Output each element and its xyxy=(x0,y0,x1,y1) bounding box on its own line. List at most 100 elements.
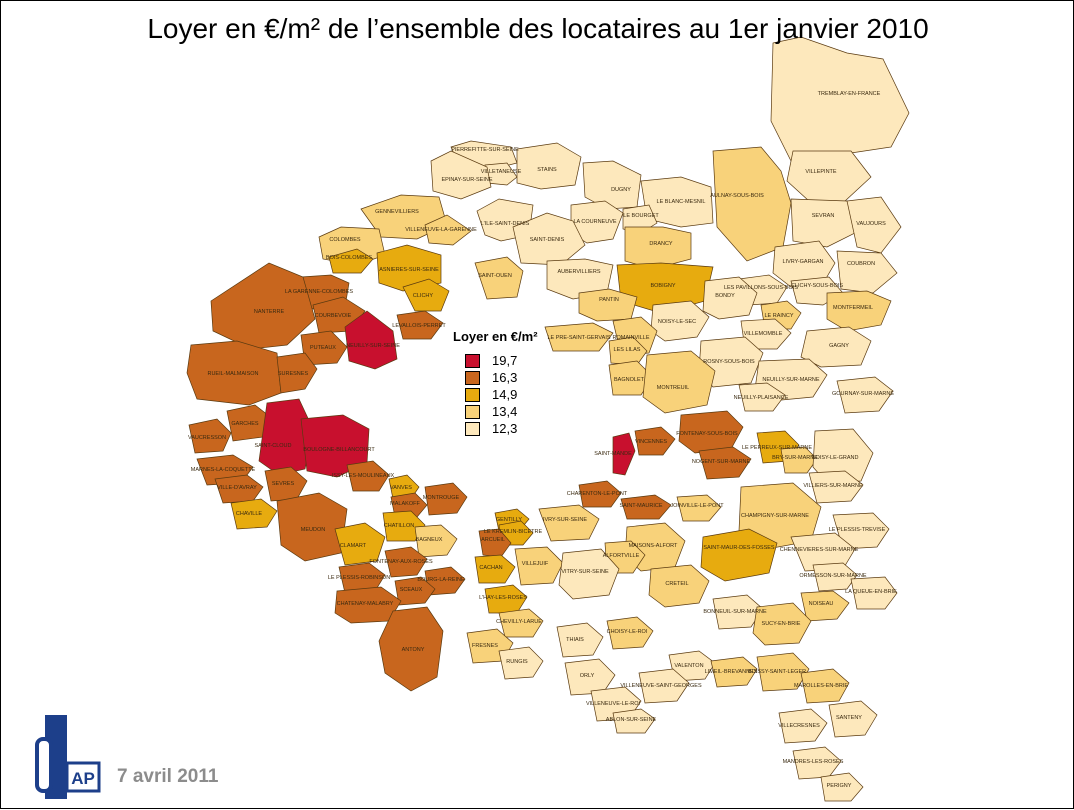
commune-label: CHAMPIGNY-SUR-MARNE xyxy=(741,513,809,519)
commune-label: FRESNES xyxy=(472,643,498,649)
commune-label: BOIS-COLOMBES xyxy=(326,255,372,261)
commune-nanterre xyxy=(210,262,316,350)
commune-label: GARCHES xyxy=(231,421,259,427)
commune-label: BOISSY-SAINT-LEGER xyxy=(748,669,806,675)
commune-gournay-sur-marne xyxy=(836,376,894,414)
commune-label: MONTFERMEIL xyxy=(833,305,873,311)
commune-label: BOURG-LA-REINE xyxy=(417,577,465,583)
commune-label: LE PRE-SAINT-GERVAIS xyxy=(547,335,610,341)
commune-label: VILLE-D'AVRAY xyxy=(217,485,257,491)
commune-label: SAINT-MANDE xyxy=(594,451,632,457)
commune-orly xyxy=(564,658,616,696)
commune-label: SANTENY xyxy=(836,715,862,721)
commune-label: SAINT-OUEN xyxy=(478,273,512,279)
commune-label: RUEIL-MALMAISON xyxy=(207,371,258,377)
commune-label: NANTERRE xyxy=(254,309,285,315)
commune-label: CHEVILLY-LARUE xyxy=(496,619,542,625)
commune-label: SAINT-DENIS xyxy=(530,237,565,243)
commune-saint-denis xyxy=(512,212,586,266)
commune-arcueil xyxy=(478,528,512,558)
commune-villecresnes xyxy=(778,708,828,744)
commune-saint-mande xyxy=(612,432,636,476)
commune-chaville xyxy=(230,498,278,530)
commune-label: VILLENEUVE-SAINT-GEORGES xyxy=(620,683,702,689)
commune-epinay-sur-seine xyxy=(430,150,492,200)
commune-l-hay-les-roses xyxy=(484,584,528,614)
commune-label: CHATILLON xyxy=(384,523,414,529)
legend-row: 16,3 xyxy=(453,369,563,386)
commune-label: IVRY-SUR-SEINE xyxy=(543,517,587,523)
commune-rueil-malmaison xyxy=(186,340,282,406)
commune-label: COLOMBES xyxy=(329,237,361,243)
commune-label: VANVES xyxy=(390,485,412,491)
commune-label: DRANCY xyxy=(649,241,673,247)
commune-label: SUCY-EN-BRIE xyxy=(762,621,801,627)
commune-sevres xyxy=(264,466,308,502)
commune-label: MALAKOFF xyxy=(390,501,420,507)
commune-label: SEVRAN xyxy=(812,213,835,219)
legend-swatch xyxy=(465,421,480,436)
commune-label: GAGNY xyxy=(829,343,849,349)
commune-label: NEUILLY-PLAISANCE xyxy=(734,395,789,401)
commune-villepinte xyxy=(786,150,872,202)
legend-row: 14,9 xyxy=(453,386,563,403)
commune-label: LE BLANC-MESNIL xyxy=(657,199,706,205)
map-legend: Loyer en €/m² 19,7 16,3 14,9 13,4 12,3 xyxy=(453,329,563,437)
commune-label: PUTEAUX xyxy=(310,345,336,351)
commune-clamart xyxy=(334,522,386,566)
commune-meudon xyxy=(276,492,348,562)
legend-label: 19,7 xyxy=(492,353,518,368)
commune-label: CHENNEVIERES-SUR-MARNE xyxy=(780,547,859,553)
commune-label: BRY-SUR-MARNE xyxy=(772,455,818,461)
commune-label: BAGNOLET xyxy=(614,377,645,383)
commune-label: BONNEUIL-SUR-MARNE xyxy=(703,609,767,615)
commune-mandres-les-roses xyxy=(792,746,842,780)
commune-label: COUBRON xyxy=(847,261,875,267)
commune-fontenay-aux-roses xyxy=(384,546,428,578)
commune-label: LE PERREUX-SUR-MARNE xyxy=(742,445,812,451)
commune-label: JOINVILLE-LE-PONT xyxy=(670,503,724,509)
commune-label: CHARENTON-LE-PONT xyxy=(567,491,628,497)
commune-limeil-brevannes xyxy=(710,656,758,688)
commune-label: ISSY-LES-MOULINEAUX xyxy=(332,473,395,479)
legend-row: 19,7 xyxy=(453,352,563,369)
commune-label: TREMBLAY-EN-FRANCE xyxy=(818,91,881,97)
slide-date: 7 avril 2011 xyxy=(117,766,219,787)
commune-label: CACHAN xyxy=(479,565,502,571)
commune-drancy xyxy=(624,226,692,270)
commune-les-lilas xyxy=(608,336,648,366)
logo-text: AP xyxy=(71,769,95,788)
commune-neuilly-sur-seine xyxy=(344,310,398,370)
commune-montrouge xyxy=(424,482,468,516)
commune-label: NOISY-LE-SEC xyxy=(658,319,696,325)
commune-vaujours xyxy=(846,196,902,254)
commune-label: LES PAVILLONS-SOUS-BOIS xyxy=(724,285,798,291)
commune-label: NOISY-LE-GRAND xyxy=(812,455,859,461)
commune-label: AULNAY-SOUS-BOIS xyxy=(710,193,764,199)
commune-label: SURESNES xyxy=(278,371,309,377)
legend-swatch xyxy=(465,387,480,402)
commune-label: ANTONY xyxy=(402,647,425,653)
commune-bondy xyxy=(702,276,758,320)
commune-label: FONTENAY-AUX-ROSES xyxy=(369,559,433,565)
legend-row: 12,3 xyxy=(453,420,563,437)
legend-swatch xyxy=(465,404,480,419)
commune-vaucresson xyxy=(188,418,232,454)
commune-le-plessis-robinson xyxy=(338,562,386,594)
commune-le-pre-saint-gervais xyxy=(544,322,614,352)
commune-noisy-le-grand xyxy=(812,428,874,484)
commune-choisy-le-roi xyxy=(606,616,654,650)
commune-label: NEUILLY-SUR-MARNE xyxy=(762,377,819,383)
commune-suresnes xyxy=(276,352,318,394)
commune-sucy-en-brie xyxy=(752,602,812,646)
legend-label: 16,3 xyxy=(492,370,518,385)
commune-santeny xyxy=(828,700,878,738)
commune-antony xyxy=(378,606,444,692)
commune-label: LIMEIL-BREVANNES xyxy=(705,669,758,675)
commune-rungis xyxy=(498,646,544,680)
commune-label: LE RAINCY xyxy=(764,313,793,319)
commune-label: VILLEMOMBLE xyxy=(744,331,783,337)
commune-label: LE KREMLIN-BICETRE xyxy=(484,529,543,535)
commune-label: LE PLESSIS-ROBINSON xyxy=(328,575,390,581)
commune-montfermeil xyxy=(826,290,892,332)
